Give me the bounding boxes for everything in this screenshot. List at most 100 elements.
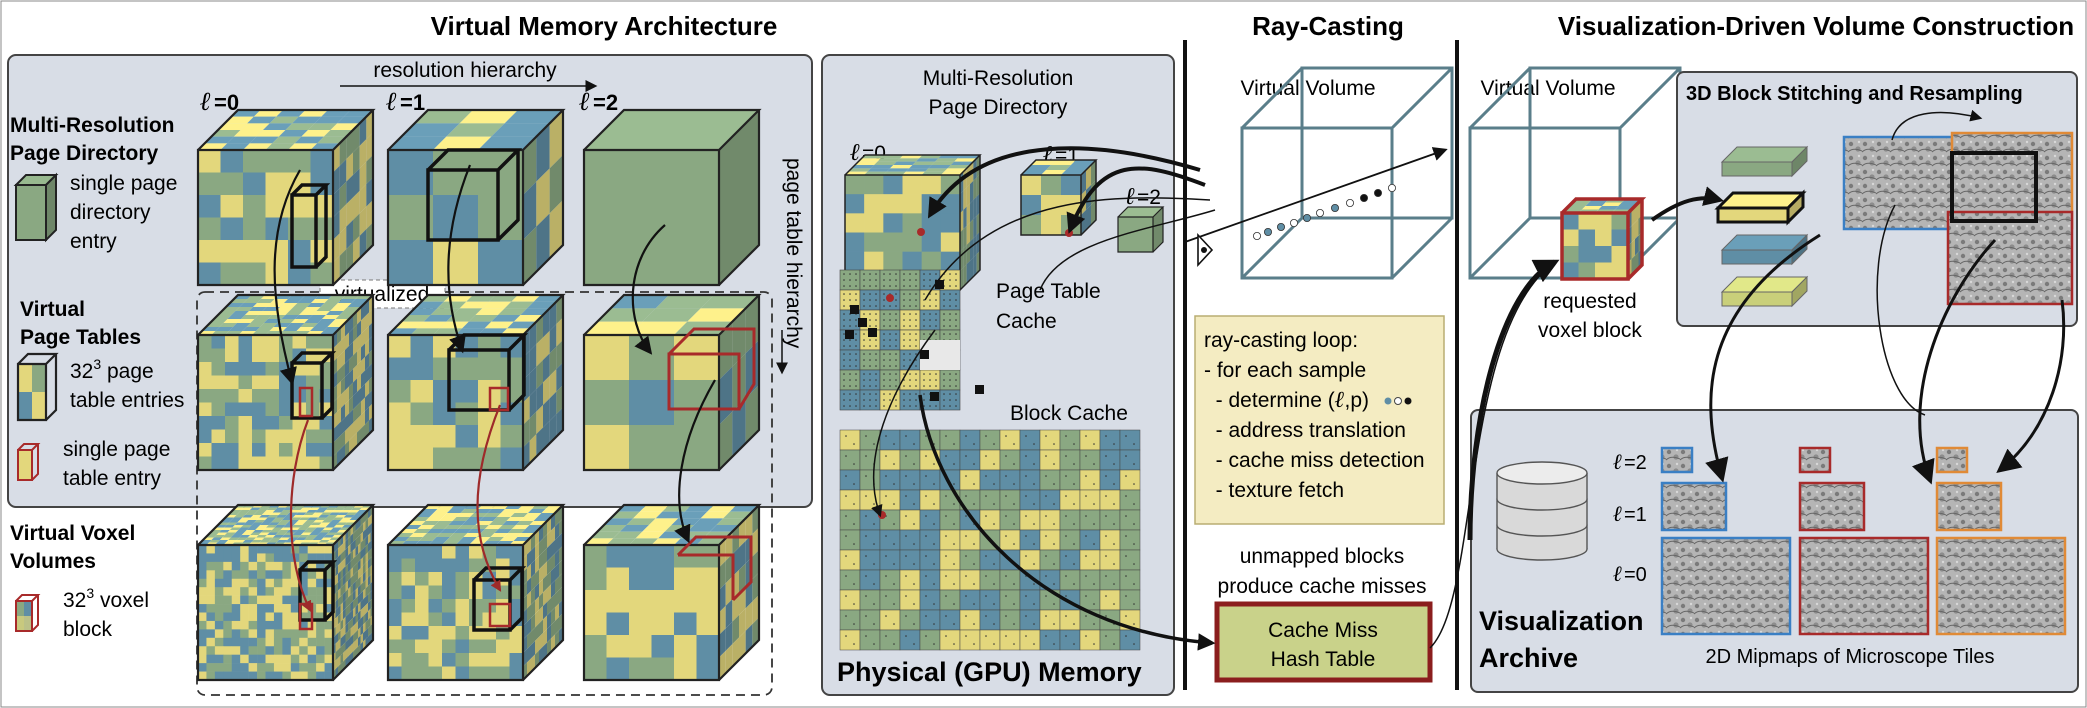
- loop-line-3: - determine (ℓ,p): [1204, 387, 1369, 412]
- svg-text:=1: =1: [400, 90, 425, 115]
- stitching-tiles: [1842, 131, 2074, 306]
- vma-arrows: [273, 164, 716, 612]
- gpu-level-2: ℓ=2: [1125, 184, 1161, 210]
- mrpd-desc-3: entry: [70, 230, 117, 253]
- vvv-desc-1: 323 voxel: [63, 585, 149, 612]
- gpu-memory-label: Physical (GPU) Memory: [837, 657, 1142, 687]
- vma-level-2: ℓ=2: [579, 87, 618, 116]
- vma-level-0: ℓ=0: [200, 87, 239, 116]
- database-icon: [1496, 461, 1588, 561]
- vma-cube-r1-c2: [582, 293, 762, 472]
- resolution-hierarchy-label: resolution hierarchy: [373, 59, 557, 82]
- archive-title-1: Visualization: [1479, 606, 1644, 636]
- vma-cube-r1-c1: [386, 293, 566, 472]
- block-cache-grid: [839, 429, 1141, 651]
- svg-text:ℓ: ℓ: [200, 87, 211, 116]
- archive-level-1: ℓ=1: [1613, 501, 1647, 526]
- vvv-title-1: Virtual Voxel: [10, 522, 135, 545]
- page-table-cache-label-2: Cache: [996, 310, 1057, 333]
- svg-text:ℓ: ℓ: [1043, 142, 1053, 168]
- unmapped-line-1: unmapped blocks: [1240, 545, 1405, 568]
- vpt-title-2: Page Tables: [20, 326, 141, 349]
- legend-page-directory-icon: [13, 172, 59, 243]
- vma-cube-r2-c0: [196, 503, 376, 682]
- mrpd-title-1: Multi-Resolution: [10, 114, 174, 137]
- spte-desc-1: single page: [63, 438, 170, 461]
- loop-line-1: ray-casting loop:: [1204, 329, 1358, 352]
- vma-cube-r1-c0: [196, 293, 376, 472]
- section-title-raycasting: Ray-Casting: [1252, 11, 1404, 41]
- sample-dot-blue: [1384, 397, 1392, 405]
- svg-text:ℓ: ℓ: [1613, 501, 1622, 526]
- svg-text:ℓ: ℓ: [1613, 449, 1622, 474]
- vma-cube-grid: [196, 108, 762, 682]
- svg-text:=0: =0: [1624, 564, 1647, 586]
- section-title-vdvc: Visualization-Driven Volume Construction: [1558, 11, 2074, 41]
- spte-desc-2: table entry: [63, 467, 162, 490]
- stitching-slabs: [1714, 145, 1809, 308]
- page-table-hierarchy-label: page table hierarchy: [782, 158, 805, 349]
- mrpd-desc-2: directory: [70, 201, 151, 224]
- sample-dot-black: [1404, 397, 1412, 405]
- rc-virtual-volume-wireframe: [1240, 66, 1454, 280]
- ray: [1184, 147, 1448, 243]
- vpt-title-1: Virtual: [20, 298, 85, 321]
- loop-line-2: - for each sample: [1204, 359, 1366, 382]
- raycasting-loop-box: [1194, 315, 1445, 525]
- vma-highlights: [290, 148, 756, 632]
- vvv-title-2: Volumes: [10, 550, 96, 573]
- vpt-desc-2: table entries: [70, 389, 184, 412]
- archive-level-2: ℓ=2: [1613, 449, 1647, 474]
- stitching-title: 3D Block Stitching and Resampling: [1686, 83, 2023, 105]
- cross-arrows: [871, 109, 2066, 651]
- cache-miss-hash-table: [1214, 601, 1433, 683]
- svg-text:=2: =2: [1624, 452, 1647, 474]
- loop-line-4: - address translation: [1204, 419, 1406, 442]
- svg-text:ℓ: ℓ: [850, 140, 860, 166]
- requested-block-cube: [1560, 197, 1647, 281]
- svg-text:=2: =2: [593, 90, 618, 115]
- virtualized-region: [196, 291, 773, 696]
- svg-text:=1: =1: [1624, 504, 1647, 526]
- cmht-line-1: Cache Miss: [1268, 619, 1378, 642]
- vma-cube-r0-c1: [386, 108, 566, 287]
- mrpd-desc-1: single page: [70, 172, 177, 195]
- unmapped-line-2: produce cache misses: [1218, 575, 1427, 598]
- svg-text:ℓ: ℓ: [386, 87, 397, 116]
- block-cache-label: Block Cache: [1010, 402, 1128, 425]
- section-title-vma: Virtual Memory Architecture: [431, 11, 778, 41]
- vma-cube-r0-c0: [196, 108, 376, 287]
- mrpd-title-2: Page Directory: [10, 142, 159, 165]
- page-table-cache-label-1: Page Table: [996, 280, 1101, 303]
- requested-line-2: voxel block: [1538, 319, 1642, 342]
- requested-line-1: requested: [1543, 290, 1636, 313]
- vma-cube-r0-c2: [582, 108, 762, 287]
- mipmap-tiles: [1660, 446, 2067, 636]
- vpt-desc-1: 323 page: [70, 356, 154, 383]
- svg-text:ℓ: ℓ: [579, 87, 590, 116]
- loop-line-6: - texture fetch: [1204, 479, 1344, 502]
- archive-level-0: ℓ=0: [1613, 561, 1647, 586]
- page-table-cache-grid: [839, 269, 984, 519]
- svg-text:=0: =0: [214, 90, 239, 115]
- vma-cube-r2-c2: [582, 503, 762, 682]
- legend-voxel-block-icon: [15, 594, 41, 632]
- archive-title-2: Archive: [1479, 643, 1578, 673]
- cmht-line-2: Hash Table: [1271, 648, 1376, 671]
- sample-dot-white: [1394, 397, 1402, 405]
- eye-icon: [1197, 232, 1214, 268]
- vma-cube-r2-c1: [386, 503, 566, 682]
- svg-text:ℓ: ℓ: [1613, 561, 1622, 586]
- legend-page-table-entry-icon: [17, 443, 41, 481]
- rc-virtual-volume-label: Virtual Volume: [1240, 77, 1375, 100]
- vvv-desc-2: block: [63, 618, 113, 641]
- vma-level-1: ℓ=1: [386, 87, 425, 116]
- gpu-mrpd-title-2: Page Directory: [929, 96, 1068, 119]
- legend-page-table-icon: [16, 352, 59, 422]
- loop-line-5: - cache miss detection: [1204, 449, 1425, 472]
- gpu-mrpd-title-1: Multi-Resolution: [923, 67, 1074, 90]
- svg-text:ℓ: ℓ: [1125, 184, 1135, 210]
- mipmaps-label: 2D Mipmaps of Microscope Tiles: [1706, 646, 1995, 668]
